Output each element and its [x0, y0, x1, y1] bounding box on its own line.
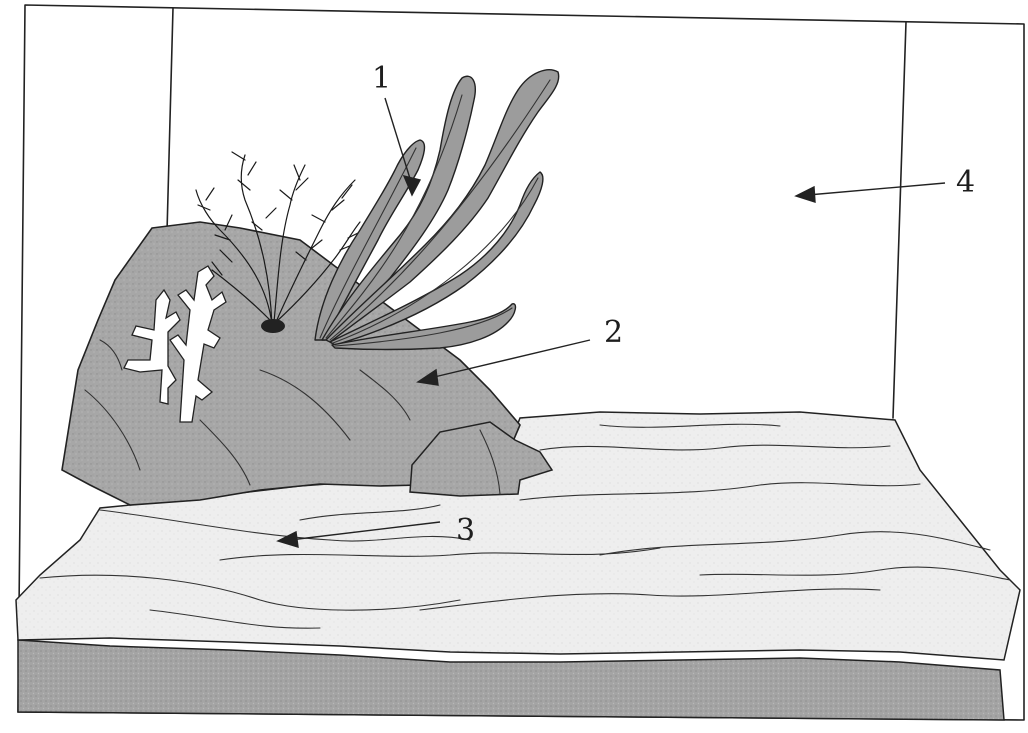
- callout-3: 3: [456, 513, 475, 548]
- leader-4: [808, 183, 945, 195]
- callout-1: 1: [372, 61, 391, 96]
- callout-4: 4: [956, 165, 975, 200]
- plant-base: [261, 319, 285, 333]
- arrowhead-4: [796, 187, 815, 202]
- callout-2: 2: [604, 315, 623, 350]
